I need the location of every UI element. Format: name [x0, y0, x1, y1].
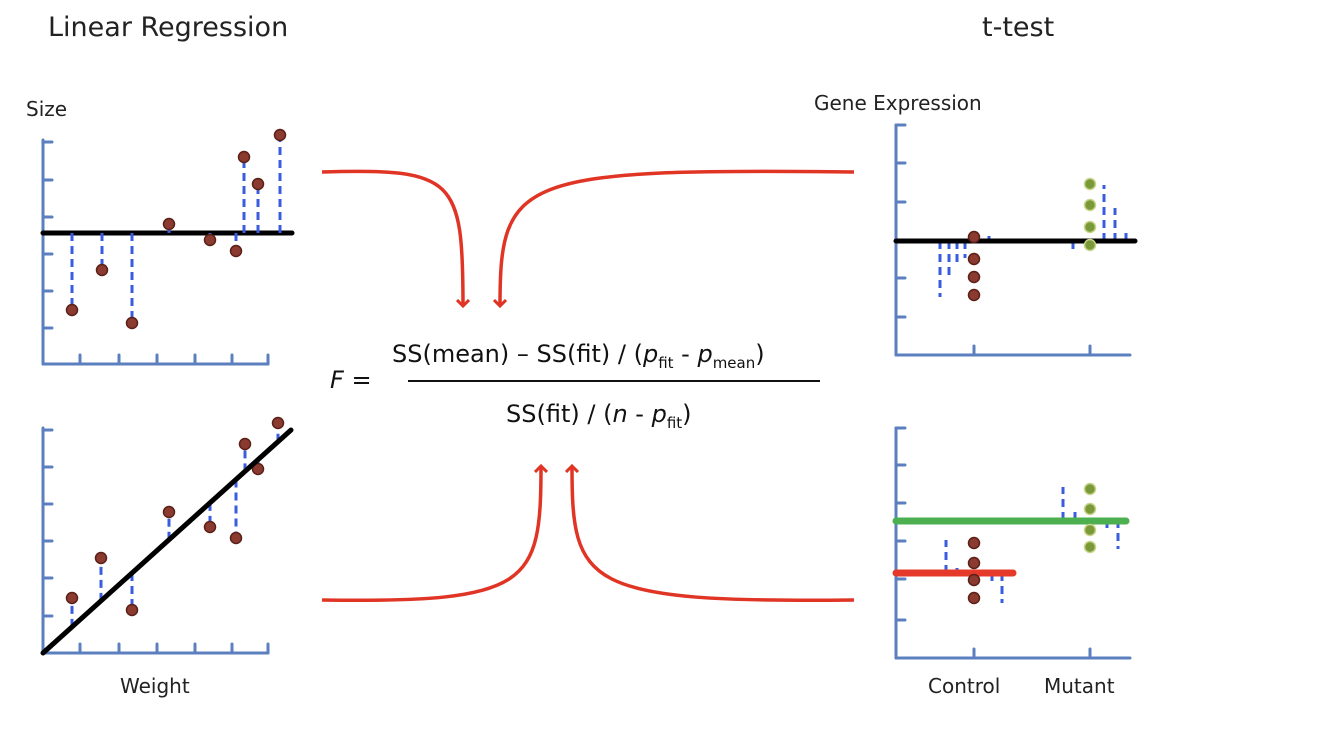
arrow-from-top-left — [321, 169, 463, 306]
data-point — [237, 150, 251, 164]
arrow-from-top-right — [500, 169, 855, 306]
control-point — [967, 288, 981, 302]
control-point — [967, 252, 981, 266]
data-point — [203, 233, 217, 247]
data-point — [65, 303, 79, 317]
control-point — [967, 573, 981, 587]
control-point — [967, 556, 981, 570]
denominator-ss: SS(fit) / ( — [506, 400, 613, 428]
data-point — [125, 316, 139, 330]
data-point — [273, 128, 287, 142]
data-point — [94, 551, 108, 565]
p-mean: p — [697, 340, 713, 368]
f-denominator: SS(fit) / (n - pfit) — [506, 400, 692, 432]
fraction-bar — [408, 380, 820, 382]
data-point — [125, 603, 139, 617]
n-symbol: n — [612, 400, 628, 428]
control-point — [967, 591, 981, 605]
data-point — [238, 437, 252, 451]
numerator-close: ) — [755, 340, 765, 368]
mutant-point — [1083, 540, 1097, 554]
data-point — [251, 462, 265, 476]
mutant-point — [1083, 177, 1097, 191]
linear-regression-title: Linear Regression — [48, 12, 289, 43]
numerator-ss: SS(mean) – SS(fit) / ( — [392, 340, 643, 368]
weight-axis-label: Weight — [120, 674, 190, 698]
data-point — [65, 591, 79, 605]
arrow-from-bottom-left — [321, 466, 541, 603]
mutant-point — [1083, 482, 1097, 496]
denominator-minus: - — [627, 400, 652, 428]
fitted-line-bottom-left — [40, 427, 294, 656]
control-label: Control — [928, 674, 1001, 698]
control-point — [967, 536, 981, 550]
data-point — [162, 505, 176, 519]
gene-expression-axis-label: Gene Expression — [814, 91, 982, 115]
data-point — [229, 531, 243, 545]
mutant-point — [1083, 502, 1097, 516]
mutant-point — [1083, 220, 1097, 234]
data-point — [95, 263, 109, 277]
mutant-point — [1083, 238, 1097, 252]
f-numerator: SS(mean) – SS(fit) / (pfit - pmean) — [392, 340, 765, 372]
f-statistic-lhs: F = — [330, 366, 372, 394]
t-test-title: t-test — [982, 12, 1055, 43]
data-point — [229, 244, 243, 258]
data-point — [203, 520, 217, 534]
p-fit: p — [642, 340, 659, 368]
mutant-point — [1083, 198, 1097, 212]
denominator-close: ) — [682, 400, 692, 428]
numerator-minus: - — [673, 340, 698, 368]
den-p-fit: p — [651, 400, 667, 428]
size-axis-label: Size — [26, 97, 68, 121]
f-symbol: F — [330, 366, 344, 394]
mutant-label: Mutant — [1044, 674, 1115, 698]
data-point — [271, 416, 285, 430]
data-point — [251, 177, 265, 191]
equals-sign: = — [343, 366, 372, 394]
data-point — [162, 217, 176, 231]
arrow-from-bottom-right — [572, 466, 855, 603]
den-p-fit-sub: fit — [666, 414, 683, 432]
control-point — [967, 230, 981, 244]
p-mean-sub: mean — [712, 354, 756, 372]
mutant-point — [1083, 523, 1097, 537]
p-fit-sub: fit — [658, 354, 674, 372]
control-point — [967, 270, 981, 284]
